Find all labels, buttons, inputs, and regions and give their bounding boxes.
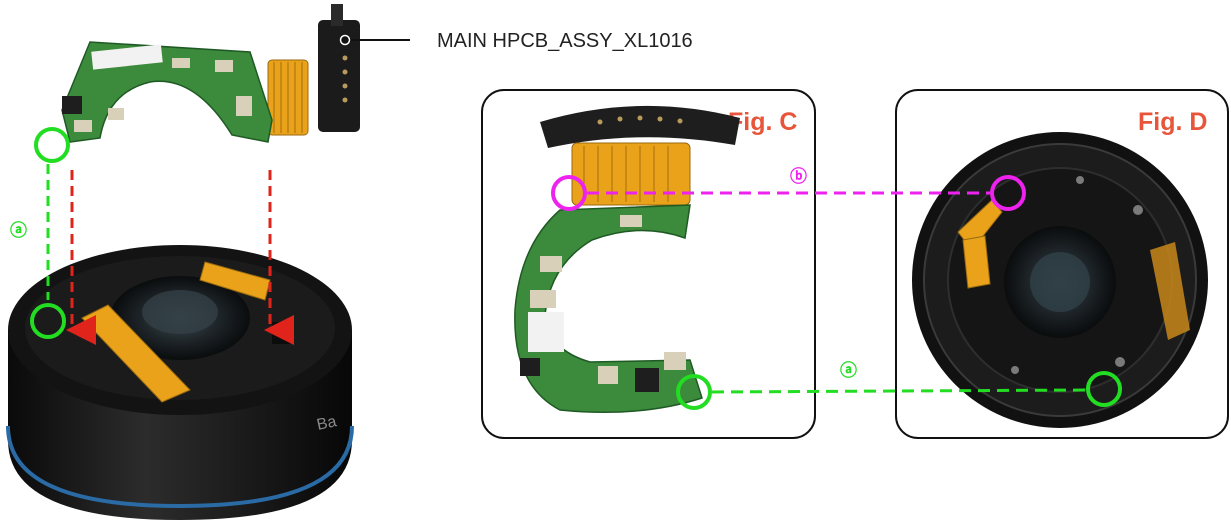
- marker-a-connector-line: [711, 388, 1087, 394]
- svg-text:Ba: Ba: [315, 413, 338, 434]
- part-name-label: MAIN HPCB_ASSY_XL1016: [437, 30, 693, 52]
- figure-c-label: Fig. C: [728, 108, 797, 136]
- lens-mount-closeup-photo: [912, 132, 1208, 428]
- marker-a-circle-lens: [30, 303, 66, 339]
- marker-a-circle-fig-d: [1086, 371, 1122, 407]
- marker-a-circle-pcb: [34, 127, 70, 163]
- marker-b-label: ⓑ: [790, 166, 807, 186]
- marker-a-label-right: ⓐ: [840, 360, 857, 380]
- figure-d-label: Fig. D: [1138, 108, 1207, 136]
- leader-pointer-dot: [339, 34, 351, 46]
- lens-barrel-photo: Ba: [6, 245, 354, 520]
- marker-b-circle-fig-d: [990, 175, 1026, 211]
- pcb-closeup-photo: [514, 105, 740, 414]
- marker-b-circle-fig-c: [551, 175, 587, 211]
- main-pcb-photo: [61, 4, 360, 143]
- marker-a-label-left: ⓐ: [10, 220, 27, 240]
- marker-a-circle-fig-c: [676, 374, 712, 410]
